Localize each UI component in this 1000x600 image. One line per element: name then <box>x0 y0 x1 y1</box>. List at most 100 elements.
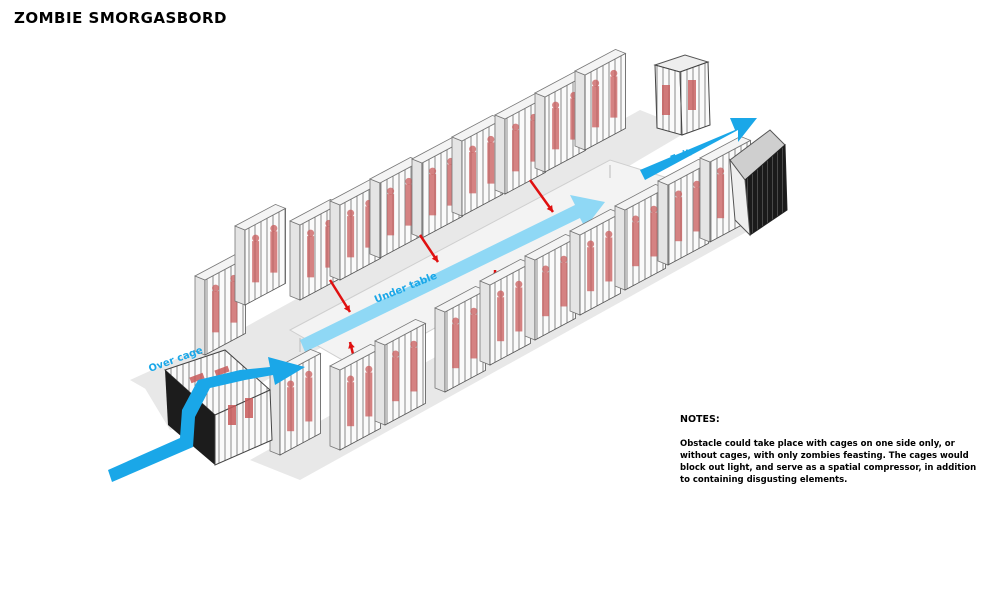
zombie-figure <box>452 324 460 369</box>
cage <box>614 183 667 291</box>
zombie-figure <box>587 247 595 292</box>
zombie-head <box>270 224 278 232</box>
zombie-head <box>650 205 658 213</box>
zombie-figure <box>230 281 238 323</box>
zombie-head <box>552 101 560 109</box>
exit-dark-cage <box>729 129 788 237</box>
zombie-figure <box>487 142 495 184</box>
path-arrow <box>108 357 305 482</box>
zombie-head <box>512 123 520 131</box>
zombie-figure <box>469 152 477 194</box>
zombie-figure <box>470 314 478 359</box>
zombie-figure <box>447 164 455 206</box>
zombie-head <box>487 135 495 143</box>
zombie-head <box>592 79 600 87</box>
zombie-head <box>212 284 220 292</box>
zombie-figure <box>512 130 520 172</box>
notes-heading: NOTES: <box>680 414 720 425</box>
under-table-arrow <box>300 195 605 352</box>
zombie-head <box>347 209 355 217</box>
zombie-figure <box>270 231 278 273</box>
cage <box>369 156 422 259</box>
zombie-head <box>307 229 315 237</box>
cage <box>451 114 504 217</box>
notes-body: Obstacle could take place with cages on … <box>680 439 977 485</box>
zombie-figure <box>307 236 315 278</box>
zombie-head <box>287 380 295 388</box>
zombie-head <box>542 265 550 273</box>
exit-arrow <box>640 118 757 180</box>
zombie-head <box>587 240 595 248</box>
zombie-head <box>560 255 568 263</box>
push-arrow-head <box>431 255 438 262</box>
zombie-figure <box>717 174 725 219</box>
page-title: ZOMBIE SMORGASBORD <box>14 9 227 27</box>
zombie-head <box>675 190 683 198</box>
zombie-figure <box>530 120 538 162</box>
zombie-figure <box>365 206 373 248</box>
standalone-cage <box>653 54 711 136</box>
zombie-head <box>429 167 437 175</box>
zombie-figure <box>347 382 355 427</box>
zombie-head <box>717 167 725 175</box>
zombie-figure <box>429 174 437 216</box>
zombie-figure <box>542 272 550 317</box>
zombie-head <box>252 234 260 242</box>
zombie-head <box>497 290 505 298</box>
zombie-head <box>387 187 395 195</box>
back-cage-row <box>194 48 627 356</box>
cage <box>374 318 427 426</box>
zombie-figure <box>650 212 658 257</box>
zombie-figure <box>675 197 683 242</box>
zombie-figure <box>515 287 523 332</box>
push-arrow-head <box>348 342 355 349</box>
push-arrow-shaft <box>328 279 352 313</box>
zombie-head <box>410 340 418 348</box>
zombie-figure <box>347 216 355 258</box>
zombie-figure <box>325 226 333 268</box>
zombie-head <box>515 280 523 288</box>
zombie-figure <box>287 387 295 432</box>
zombie-figure <box>410 347 418 392</box>
cage <box>574 48 627 151</box>
zombie-figure <box>610 76 618 118</box>
zombie-figure <box>605 237 613 282</box>
zombie-head <box>392 350 400 358</box>
exit-label: Exit <box>669 147 693 165</box>
push-arrow-shaft <box>528 179 555 213</box>
notes-block: NOTES: Obstacle could take place with ca… <box>680 414 980 486</box>
zombie-figure <box>592 86 600 128</box>
zombie-head <box>347 375 355 383</box>
zombie-head <box>632 215 640 223</box>
zombie-figure <box>305 377 313 422</box>
zombie-head <box>610 69 618 77</box>
zombie-figure <box>365 372 373 417</box>
cage <box>569 208 622 316</box>
zombie-figure <box>552 108 560 150</box>
cage <box>234 203 287 306</box>
cage <box>434 285 487 393</box>
zombie-figure <box>392 357 400 402</box>
zombie-figure <box>497 297 505 342</box>
zombie-figure <box>632 222 640 267</box>
zombie-head <box>365 365 373 373</box>
zombie-head <box>305 370 313 378</box>
zombie-head <box>452 317 460 325</box>
zombie-head <box>470 307 478 315</box>
cage <box>479 258 532 366</box>
zombie-figure <box>693 187 701 232</box>
zombie-figure <box>560 262 568 307</box>
zombie-figure <box>405 184 413 226</box>
zombie-figure <box>252 241 260 283</box>
cage <box>657 158 710 266</box>
zombie-head <box>469 145 477 153</box>
push-arrow-head <box>343 305 350 312</box>
zombie-figure <box>570 98 578 140</box>
push-arrow-head <box>546 205 553 212</box>
zombie-head <box>693 180 701 188</box>
zombie-figure <box>387 194 395 236</box>
zombie-head <box>405 177 413 185</box>
cage <box>329 343 382 451</box>
zombie-head <box>605 230 613 238</box>
